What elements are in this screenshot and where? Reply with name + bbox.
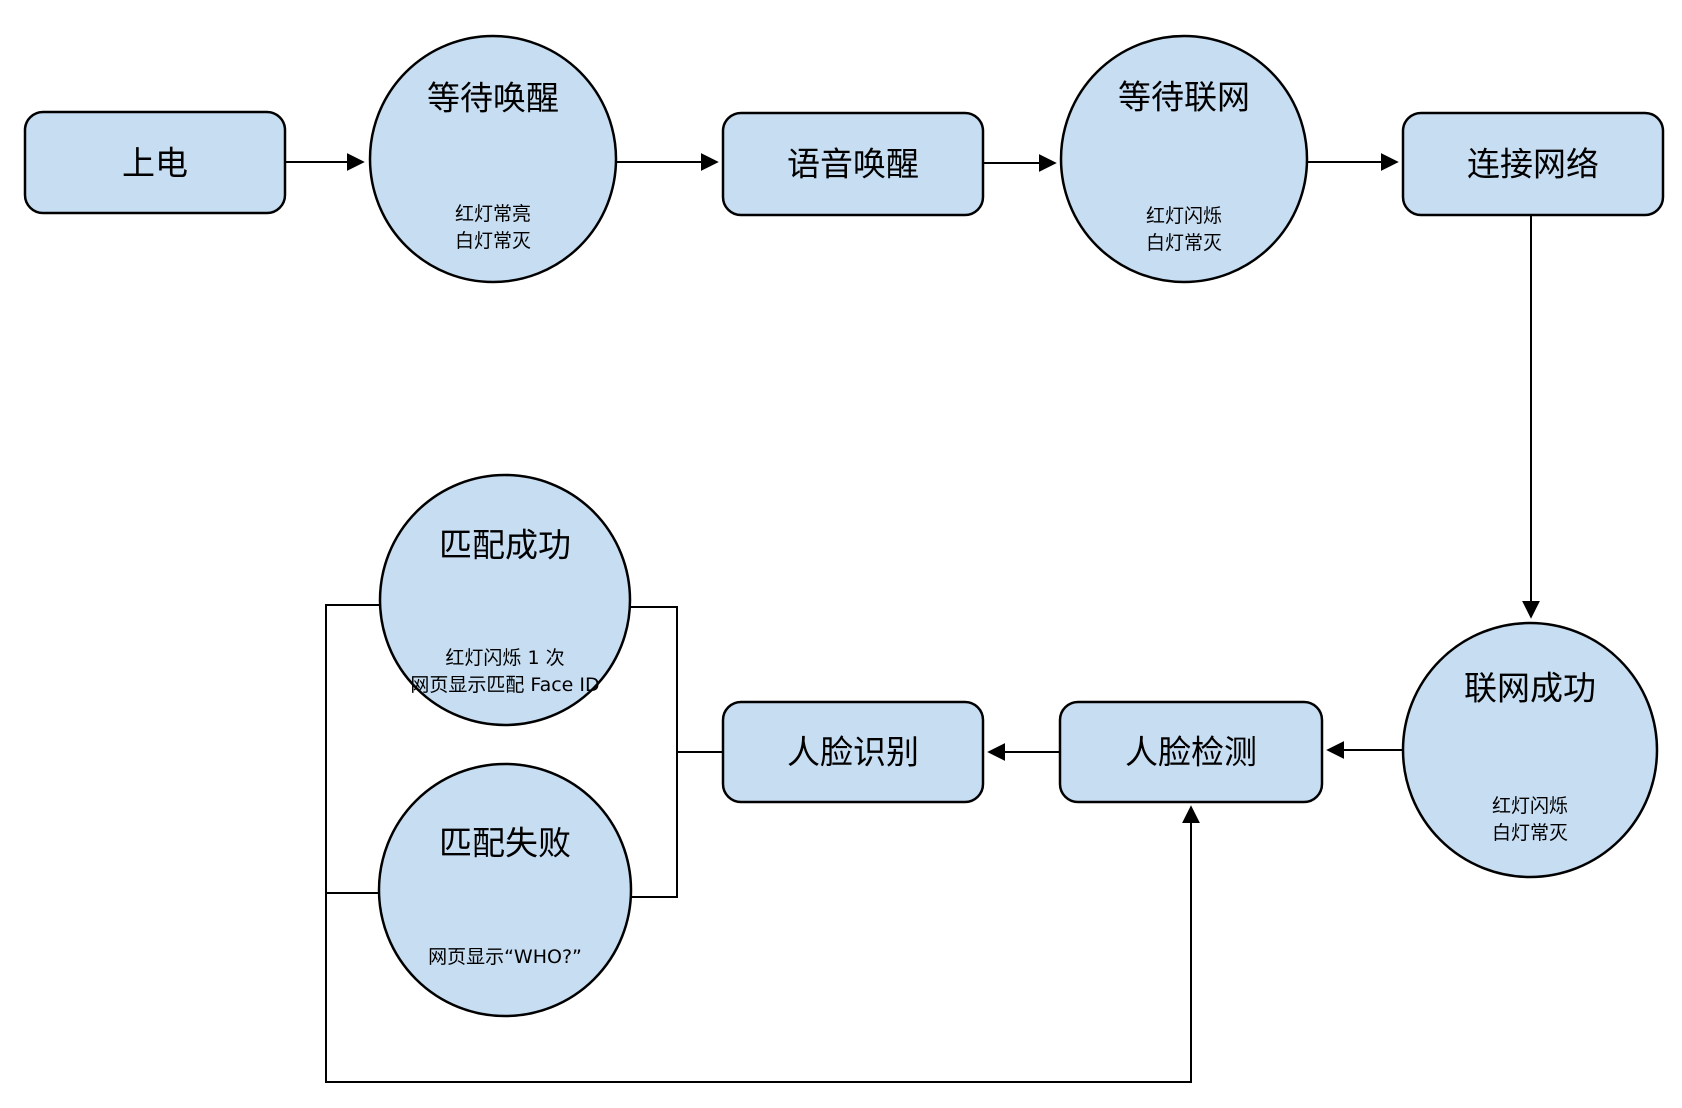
node-network-success-sub1: 红灯闪烁	[1492, 795, 1568, 817]
node-wait-network-label: 等待联网	[1118, 78, 1250, 117]
node-network-success-sub2: 白灯常灭	[1492, 822, 1568, 844]
node-voice-wake-label: 语音唤醒	[787, 145, 919, 184]
node-network-success	[1401, 621, 1659, 879]
node-face-recognize	[721, 700, 985, 804]
node-wait-wake-sub1: 红灯常亮	[455, 203, 531, 225]
edge-facerecognize-branch	[631, 606, 723, 898]
node-network-success-label: 联网成功	[1464, 669, 1596, 708]
edge-loopback-to-facedetect	[325, 604, 1200, 1083]
node-face-recognize-label: 人脸识别	[787, 733, 919, 772]
node-match-success	[378, 473, 632, 727]
node-match-fail	[377, 762, 633, 1018]
node-power-on-label: 上电	[122, 144, 188, 183]
node-power-on	[23, 110, 287, 215]
node-match-success-sub1: 红灯闪烁 1 次	[445, 647, 564, 669]
node-connect-network-label: 连接网络	[1467, 145, 1599, 184]
node-wait-wake-sub2: 白灯常灭	[455, 230, 531, 252]
node-match-fail-sub1: 网页显示“WHO?”	[428, 946, 582, 968]
node-match-fail-label: 匹配失败	[439, 824, 571, 863]
node-face-detect-label: 人脸检测	[1125, 733, 1257, 772]
node-wait-wake	[368, 34, 618, 284]
node-wait-wake-label: 等待唤醒	[427, 79, 559, 118]
node-wait-network	[1059, 34, 1309, 284]
node-voice-wake	[721, 111, 985, 217]
node-wait-network-sub1: 红灯闪烁	[1146, 205, 1222, 227]
node-match-success-sub2: 网页显示匹配 Face ID	[410, 674, 599, 696]
node-wait-network-sub2: 白灯常灭	[1146, 232, 1222, 254]
node-face-detect	[1058, 700, 1324, 804]
node-connect-network	[1401, 111, 1665, 217]
node-match-success-label: 匹配成功	[439, 526, 571, 565]
